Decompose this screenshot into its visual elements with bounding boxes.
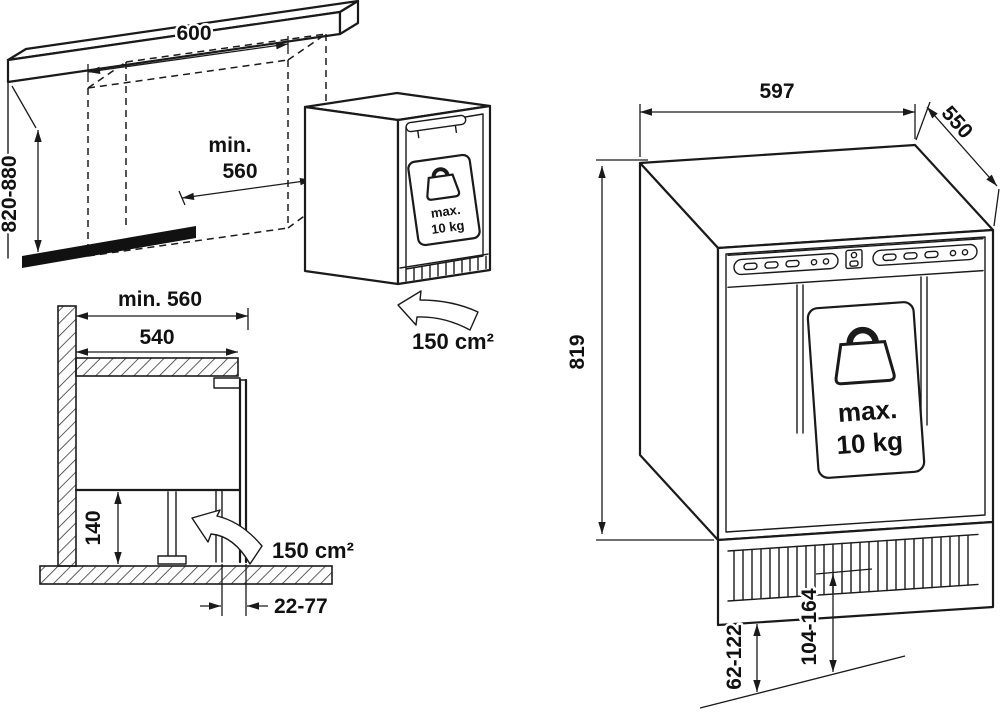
dimension-section-depth: min. 560 — [76, 286, 249, 330]
worktop-section — [75, 357, 239, 377]
vent-area-label-niche: 150 cm² — [412, 329, 494, 354]
wall-section — [57, 305, 77, 567]
foot-min-label: 62-122 — [723, 624, 746, 689]
weight-handle-icon — [846, 326, 879, 345]
dimension-clearance-height: 140 — [80, 492, 122, 564]
clearance-label: 140 — [82, 510, 105, 545]
dimension-appliance-width: 597 — [639, 78, 916, 157]
weight-badge-small: max. 10 kg — [407, 153, 481, 247]
appliance-height-label: 819 — [566, 334, 589, 369]
appliance-width-label: 597 — [759, 80, 794, 103]
louver-grille — [727, 533, 979, 602]
figure-appliance: max. 10 kg 597 550 — [564, 78, 1000, 709]
weight-body-icon — [834, 339, 896, 386]
floor-bar — [22, 226, 196, 268]
dimension-niche-height: 820-880 — [0, 85, 42, 252]
weight-max-label-large: max. — [837, 394, 898, 428]
appliance-mini-side-face — [303, 105, 400, 286]
weight-badge-large: max. 10 kg — [806, 301, 926, 479]
worktop-end-cap — [338, 0, 360, 36]
niche-width-label: 600 — [176, 22, 211, 45]
niche-depth-label-value: 560 — [222, 160, 257, 183]
door-vent-grille — [399, 253, 489, 282]
weight-body-icon — [426, 173, 461, 201]
weight-handle-icon — [431, 167, 450, 178]
dimension-appliance-height: 819 — [564, 159, 714, 541]
appliance-depth-label: 550 — [937, 102, 977, 143]
floor-section — [39, 565, 333, 585]
niche-depth-label-min: min. — [208, 134, 251, 157]
dimension-worktop-depth: 540 — [76, 324, 238, 356]
weight-max-label-small: max. — [430, 202, 461, 221]
weight-value-label-small: 10 kg — [430, 217, 465, 236]
figure-built-in-niche: 600 min. 560 820-880 — [0, 0, 496, 357]
vent-callout-section: 150 cm² — [191, 509, 356, 566]
niche-height-label: 820-880 — [0, 155, 21, 232]
section-depth-label: min. 560 — [118, 288, 202, 311]
weight-value-label-large: 10 kg — [835, 426, 903, 461]
vent-arrow-icon — [191, 509, 263, 565]
dimension-niche-width: 600 — [87, 20, 289, 82]
vent-arrow-icon — [397, 290, 479, 331]
floor-reference-line — [699, 655, 906, 709]
vent-callout-niche: 150 cm² — [397, 290, 496, 357]
mounting-bracket — [213, 377, 241, 389]
fixing-rods — [796, 276, 928, 434]
leveling-foot-pad — [157, 555, 187, 565]
dimension-plinth-recess: 22-77 — [200, 564, 330, 621]
door-handle — [405, 114, 467, 139]
mounting-rails — [727, 237, 984, 289]
dimension-foot-ranges: 62-122 104-164 — [699, 568, 906, 709]
vent-area-label-section: 150 cm² — [272, 538, 354, 563]
figure-section: min. 560 540 140 — [39, 286, 356, 621]
appliance-mini: max. 10 kg — [303, 91, 492, 286]
foot-max-label: 104-164 — [798, 588, 821, 665]
worktop-depth-label: 540 — [139, 326, 174, 349]
base-plinth — [716, 520, 995, 627]
dimension-niche-depth: min. 560 — [178, 132, 316, 206]
front-frame-line — [725, 236, 986, 533]
recess-label: 22-77 — [274, 595, 328, 618]
plinth-front — [716, 520, 995, 627]
